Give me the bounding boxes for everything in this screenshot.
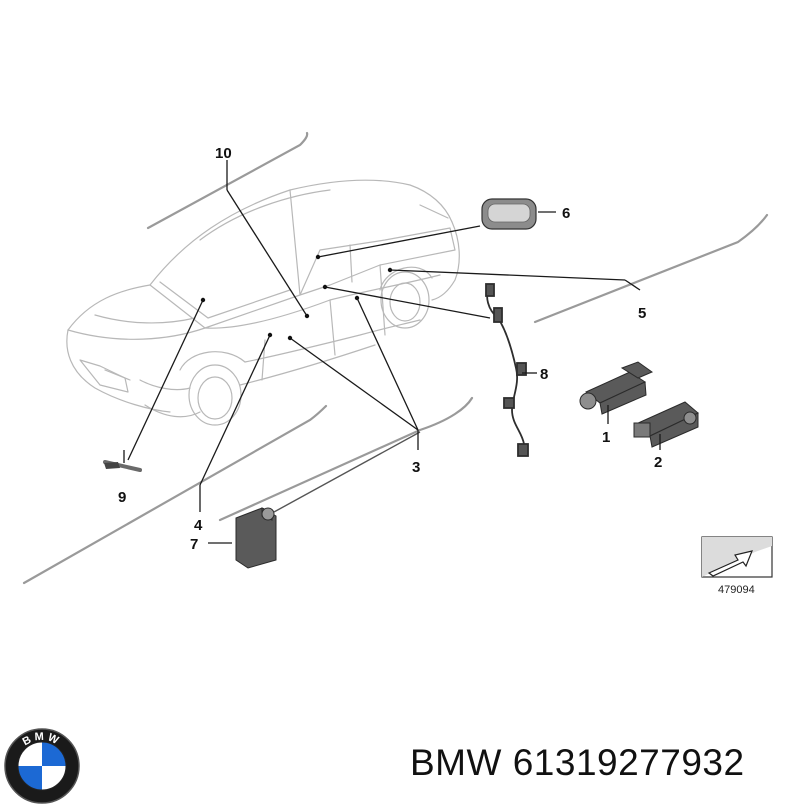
callout-9: 9 <box>118 489 126 506</box>
part-7-module <box>235 431 421 569</box>
part-9-clip <box>103 460 142 472</box>
logo-text: BMW <box>21 731 61 749</box>
callout-4: 4 <box>194 517 203 534</box>
callout-5: 5 <box>638 305 646 322</box>
strip-10 <box>146 131 309 230</box>
brand-name: BMW <box>410 742 502 783</box>
leader-lines <box>123 160 661 544</box>
bmw-logo: BMW <box>4 728 80 804</box>
callout-2: 2 <box>654 454 662 471</box>
part-2-sensor <box>633 401 699 448</box>
anchor-dots <box>200 254 393 341</box>
callouts: 10 6 5 8 1 2 3 9 4 7 <box>118 145 662 553</box>
part-1-sensor <box>579 361 654 415</box>
callout-7: 7 <box>190 536 198 553</box>
part-number: 61319277932 <box>512 742 745 783</box>
part-8-harness <box>485 283 529 457</box>
brand-part-number: BMW 61319277932 <box>410 742 745 784</box>
reference-symbol: 479094 <box>701 536 773 596</box>
part-6-lamp <box>481 198 537 230</box>
reference-number: 479094 <box>718 584 755 596</box>
strip-3 <box>218 396 474 522</box>
callout-1: 1 <box>602 429 610 446</box>
callout-3: 3 <box>412 459 420 476</box>
svg-text:BMW: BMW <box>21 731 64 749</box>
strip-5 <box>533 213 769 324</box>
callout-10: 10 <box>215 145 232 162</box>
strip-4 <box>22 404 328 585</box>
car-outline <box>66 179 460 426</box>
callout-6: 6 <box>562 205 570 222</box>
callout-8: 8 <box>540 366 548 383</box>
trim-strips <box>22 131 769 585</box>
